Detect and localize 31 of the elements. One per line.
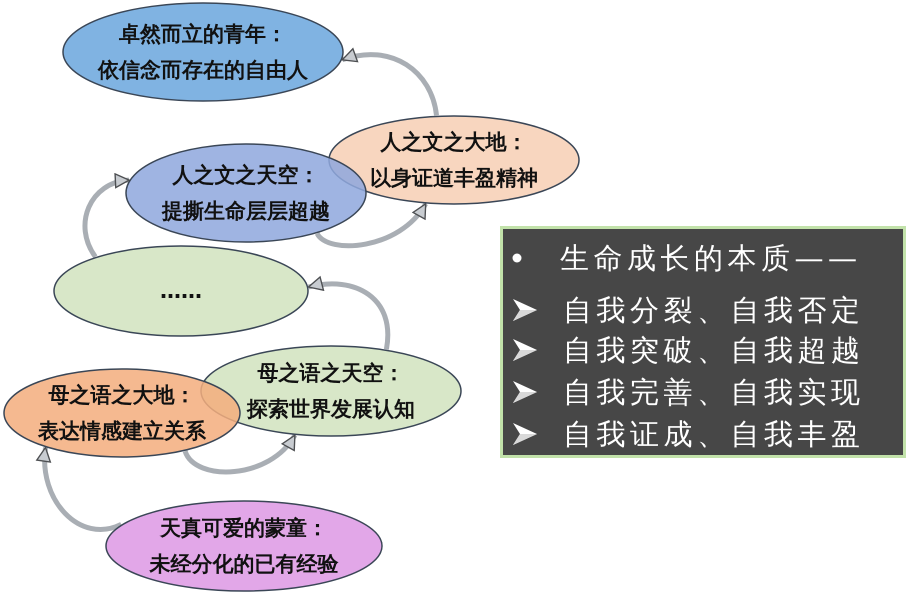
node-text: 探索世界发展认知: [247, 396, 415, 422]
node-text: 提撕生命层层超越: [162, 198, 330, 224]
curved-arrow: [308, 276, 390, 350]
node-text: 表达情感建立关系: [38, 418, 206, 444]
node-heading: 人之文之大地：: [380, 129, 528, 155]
curved-arrow: [37, 446, 122, 532]
ellipse-node: [125, 143, 367, 243]
node-heading: 卓然而立的青年：: [119, 21, 287, 47]
ellipse-node: [328, 115, 580, 205]
list-item: 自我突破、自我超越: [563, 332, 864, 368]
ellipse-node: [62, 2, 344, 102]
node-text: 未经分化的已有经验: [150, 551, 338, 577]
curved-arrow: [342, 48, 439, 116]
list-item: 自我完善、自我实现: [563, 374, 864, 410]
node-heading: 母之语之大地：: [48, 382, 196, 408]
curved-arrow: [182, 434, 297, 474]
curved-arrow: [315, 202, 428, 248]
curved-arrow: [82, 174, 130, 258]
ellipse-node: [3, 368, 241, 458]
list-item: 自我证成、自我丰盈: [563, 416, 864, 452]
ellipse-node: [53, 245, 309, 337]
node-heading: 人之文之天空：: [172, 162, 320, 188]
node-heading: 母之语之天空：: [258, 360, 404, 386]
panel-heading: 生命成长的本质——: [560, 240, 862, 276]
node-text: 依信念而存在的自由人: [98, 57, 308, 83]
ellipse-node: [105, 500, 383, 592]
list-item: 自我分裂、自我否定: [563, 292, 864, 328]
node-text: 以身证道丰盈精神: [370, 165, 538, 191]
text-panel: [500, 226, 906, 458]
node-text: ……: [160, 278, 202, 304]
node-heading: 天真可爱的蒙童：: [160, 515, 328, 541]
